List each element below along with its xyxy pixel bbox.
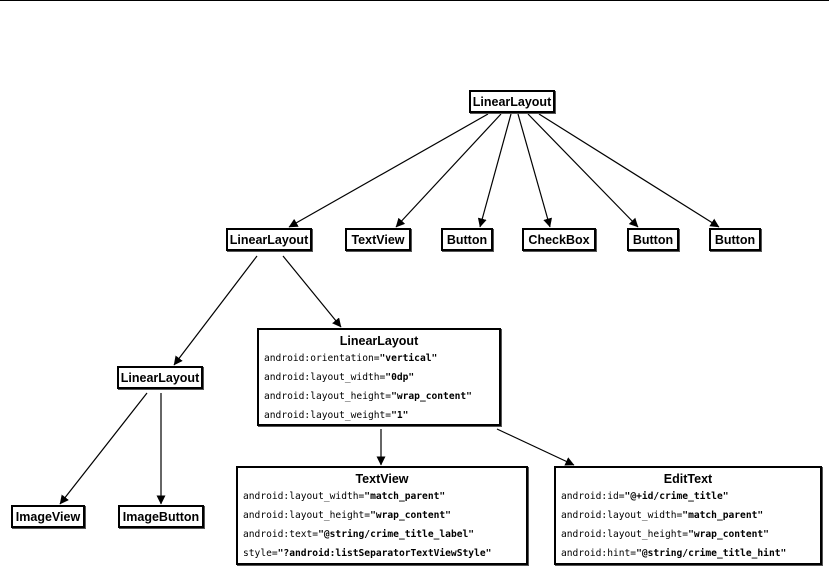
node-property: android:layout_height="wrap_content" [243, 510, 451, 521]
node-checkbox: CheckBox [522, 228, 596, 251]
node-imagebutton: ImageButton [118, 505, 204, 528]
edge-arrow-ll2-to-ll4 [282, 255, 342, 328]
node-property: android:layout_width="match_parent" [243, 491, 446, 502]
node-property: android:text="@string/crime_title_label" [243, 529, 475, 540]
node-label: Button [446, 232, 488, 247]
node-property: style="?android:listSeparatorTextViewSty… [243, 548, 492, 559]
node-button-1: Button [441, 228, 493, 251]
edge-arrow-root-to-btn2 [527, 113, 639, 228]
node-label: CheckBox [528, 232, 590, 247]
edge-arrow-root-to-ll2 [288, 113, 489, 228]
node-property: android:hint="@string/crime_title_hint" [561, 548, 787, 559]
node-property: android:layout_width="match_parent" [561, 510, 764, 521]
node-root-linearlayout: LinearLayout [469, 90, 555, 113]
node-title: EditText [663, 472, 713, 486]
node-label: ImageView [15, 509, 81, 524]
node-label: Button [632, 232, 674, 247]
node-property: android:layout_weight="1" [264, 410, 409, 421]
node-imageview: ImageView [11, 505, 85, 528]
node-linearlayout-level2-left: LinearLayout [117, 366, 203, 389]
node-property: android:layout_height="wrap_content" [264, 391, 472, 402]
node-textview-detail: TextView android:layout_width="match_par… [236, 466, 528, 565]
edge-arrow-root-to-btn3 [538, 113, 720, 228]
node-label: ImageButton [122, 509, 200, 524]
node-label: TextView [351, 232, 405, 247]
node-label: LinearLayout [472, 94, 552, 109]
node-textview-level1: TextView [345, 228, 411, 251]
edge-arrow-ll3-to-iv [59, 392, 148, 505]
node-title: TextView [355, 472, 409, 486]
node-linearlayout-level2-detail: LinearLayout android:orientation="vertic… [257, 328, 501, 426]
edge-arrow-root-to-tv1 [395, 113, 502, 228]
node-property: android:orientation="vertical" [264, 353, 438, 364]
node-button-2: Button [627, 228, 679, 251]
edge-arrow-ll2-to-ll3 [173, 255, 258, 366]
node-label: Button [714, 232, 756, 247]
top-border-line [0, 0, 829, 1]
edge-arrow-root-to-cb [517, 113, 553, 228]
edge-arrow-root-to-btn1 [477, 113, 512, 228]
node-edittext-detail: EditText android:id="@+id/crime_title" a… [554, 466, 822, 565]
node-button-3: Button [709, 228, 761, 251]
node-title: LinearLayout [339, 334, 419, 348]
node-property: android:id="@+id/crime_title" [561, 491, 729, 502]
node-property: android:layout_height="wrap_content" [561, 529, 769, 540]
node-linearlayout-level1: LinearLayout [226, 228, 312, 251]
node-label: LinearLayout [120, 370, 200, 385]
node-property: android:layout_width="0dp" [264, 372, 415, 383]
node-label: LinearLayout [229, 232, 309, 247]
edge-arrow-ll4-to-et [496, 428, 575, 466]
